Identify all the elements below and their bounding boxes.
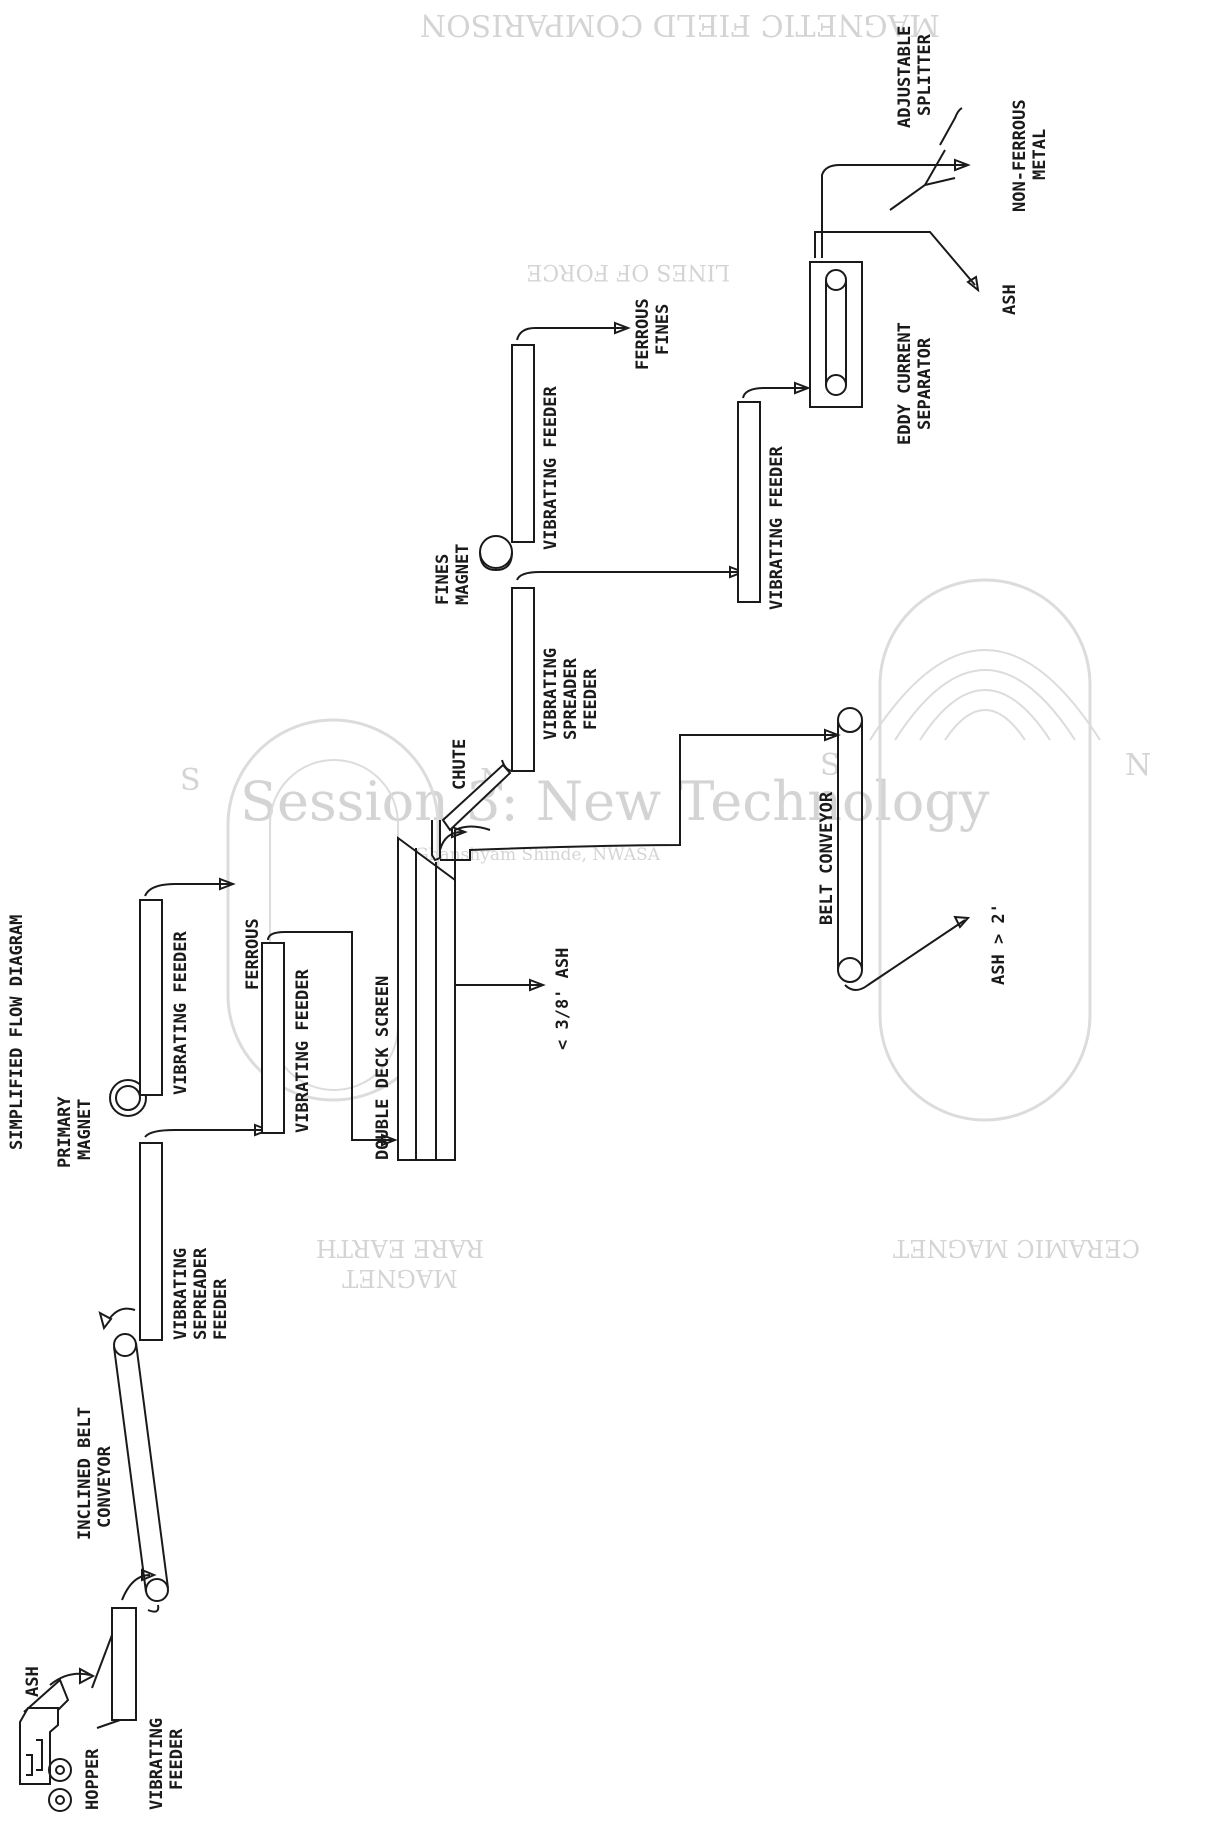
ash-to-hopper-arrow bbox=[49, 1672, 91, 1686]
watermark-pole-n2: N bbox=[1125, 748, 1151, 783]
watermark-ceramic-outline bbox=[878, 578, 1092, 1122]
inclined-belt-conveyor bbox=[113, 1333, 169, 1602]
label-vibrating-feeder-4: VIBRATING FEEDER bbox=[541, 385, 561, 550]
label-spreader-2-line1: VIBRATING bbox=[541, 648, 561, 740]
label-non-ferrous-line2: METAL bbox=[1030, 129, 1050, 180]
arrow-to-coarse-ash bbox=[844, 919, 966, 991]
arrow-screen-to-belt-conveyor bbox=[440, 734, 835, 861]
label-ferrous: FERROUS bbox=[243, 918, 263, 990]
arrow-to-ferrous bbox=[144, 883, 230, 897]
label-double-deck-screen: DOUBLE DECK SCREEN bbox=[373, 976, 393, 1160]
arrow-eddy-to-ash bbox=[814, 231, 976, 286]
watermark: MAGNETIC FIELD COMPARISON LINES OF FORCE… bbox=[180, 7, 1151, 1292]
label-spreader-2-line3: FEEDER bbox=[581, 668, 601, 730]
dump-truck-icon bbox=[19, 1678, 72, 1812]
label-vibrating-feeder-2: VIBRATING FEEDER bbox=[171, 930, 191, 1095]
watermark-lines-of-force: LINES OF FORCE bbox=[526, 259, 730, 284]
vibrating-feeder-3 bbox=[261, 942, 285, 1134]
watermark-field-lines bbox=[869, 649, 1101, 741]
vibrating-feeder-5 bbox=[737, 401, 761, 603]
label-spreader-1-line2: SEPREADER bbox=[191, 1247, 211, 1340]
label-vibrating-feeder-3: VIBRATING FEEDER bbox=[293, 968, 313, 1133]
label-primary-magnet-line1: PRIMARY bbox=[55, 1096, 75, 1168]
label-primary-magnet-line2: MAGNET bbox=[75, 1099, 95, 1160]
label-ferrous-fines-line2: FINES bbox=[653, 304, 673, 355]
label-inclined-belt-line1: INCLINED BELT bbox=[75, 1407, 95, 1540]
arrow-feeder5-to-eddy bbox=[742, 387, 805, 399]
vibrating-spreader-feeder-1 bbox=[139, 1142, 163, 1341]
label-eddy-line1: EDDY CURRENT bbox=[895, 322, 915, 445]
splitter-arm bbox=[924, 177, 956, 186]
label-spreader-2-line2: SPREADER bbox=[561, 657, 581, 740]
label-eddy-line2: SEPARATOR bbox=[915, 337, 935, 430]
arrow-feeder1-to-conveyor bbox=[121, 1574, 151, 1601]
label-chute: CHUTE bbox=[450, 739, 470, 790]
label-vibrating-feeder-1-line2: FEEDER bbox=[167, 1728, 187, 1790]
label-adjustable-splitter-line2: SPLITTER bbox=[915, 33, 935, 116]
label-vibrating-feeder-1-line1: VIBRATING bbox=[147, 1718, 167, 1810]
arrow-eddy-to-non-ferrous bbox=[821, 164, 965, 258]
fines-magnet bbox=[479, 535, 513, 569]
primary-magnet bbox=[109, 1079, 147, 1117]
screen-oversize-path bbox=[454, 825, 491, 930]
watermark-heading: MAGNETIC FIELD COMPARISON bbox=[420, 7, 940, 42]
label-inclined-belt-line2: CONVEYOR bbox=[95, 1445, 115, 1528]
label-spreader-1-line3: FEEDER bbox=[211, 1278, 231, 1340]
label-fine-ash: < 3/8' ASH bbox=[553, 948, 573, 1050]
adjustable-splitter bbox=[889, 149, 946, 211]
vibrating-feeder-2 bbox=[139, 899, 163, 1096]
belt-conveyor bbox=[837, 707, 863, 983]
label-ferrous-fines-line1: FERROUS bbox=[633, 298, 653, 370]
hopper-wall-2 bbox=[96, 1719, 121, 1729]
label-vibrating-feeder-5: VIBRATING FEEDER bbox=[767, 445, 787, 610]
label-non-ferrous-line1: NON-FERROUS bbox=[1010, 99, 1030, 212]
eddy-current-rotor bbox=[825, 269, 847, 396]
label-spreader-1-line1: VIBRATING bbox=[171, 1248, 191, 1340]
screen-discharge-lip bbox=[431, 820, 441, 862]
label-hopper: HOPPER bbox=[83, 1748, 103, 1810]
label-coarse-ash: ASH > 2' bbox=[989, 903, 1009, 985]
vibrating-spreader-feeder-2 bbox=[511, 587, 535, 772]
watermark-rare-earth-1: RARE EARTH bbox=[316, 1234, 484, 1262]
label-fines-magnet-line2: MAGNET bbox=[453, 544, 473, 605]
watermark-rare-earth-2: MAGNET bbox=[342, 1264, 458, 1292]
chute-to-spreader bbox=[501, 759, 513, 772]
vibrating-feeder-1 bbox=[111, 1607, 137, 1721]
diagram-title: SIMPLIFIED FLOW DIAGRAM bbox=[7, 915, 27, 1150]
arrow-feeder3-to-screen bbox=[267, 931, 392, 1141]
hopper-wall-1 bbox=[91, 1634, 113, 1689]
label-ash-output: ASH bbox=[1000, 284, 1020, 315]
double-deck-screen bbox=[397, 836, 456, 1161]
chute bbox=[441, 763, 512, 832]
eddy-current-separator bbox=[809, 261, 863, 408]
label-ash-input: ASH bbox=[23, 1666, 43, 1697]
arrow-spreader1-to-feeder3 bbox=[144, 1129, 265, 1138]
watermark-pole-s2: S bbox=[820, 748, 841, 783]
watermark-pole-s1: S bbox=[180, 763, 201, 798]
arrow-to-ferrous-fines bbox=[516, 327, 625, 341]
watermark-ceramic: CERAMIC MAGNET bbox=[893, 1234, 1140, 1262]
conveyor-discharge-lip bbox=[147, 1604, 160, 1613]
vibrating-feeder-4 bbox=[511, 344, 535, 543]
label-fines-magnet-line1: FINES bbox=[433, 554, 453, 605]
arrow-spreader2-to-feeder5 bbox=[516, 571, 740, 581]
splitter-leader bbox=[939, 107, 963, 146]
watermark-session: Session 3: New Technology bbox=[240, 770, 990, 833]
arrow-conveyor-to-spreader bbox=[109, 1307, 136, 1319]
label-belt-conveyor: BELT CONVEYOR bbox=[817, 791, 837, 925]
label-adjustable-splitter-line1: ADJUSTABLE bbox=[895, 26, 915, 128]
